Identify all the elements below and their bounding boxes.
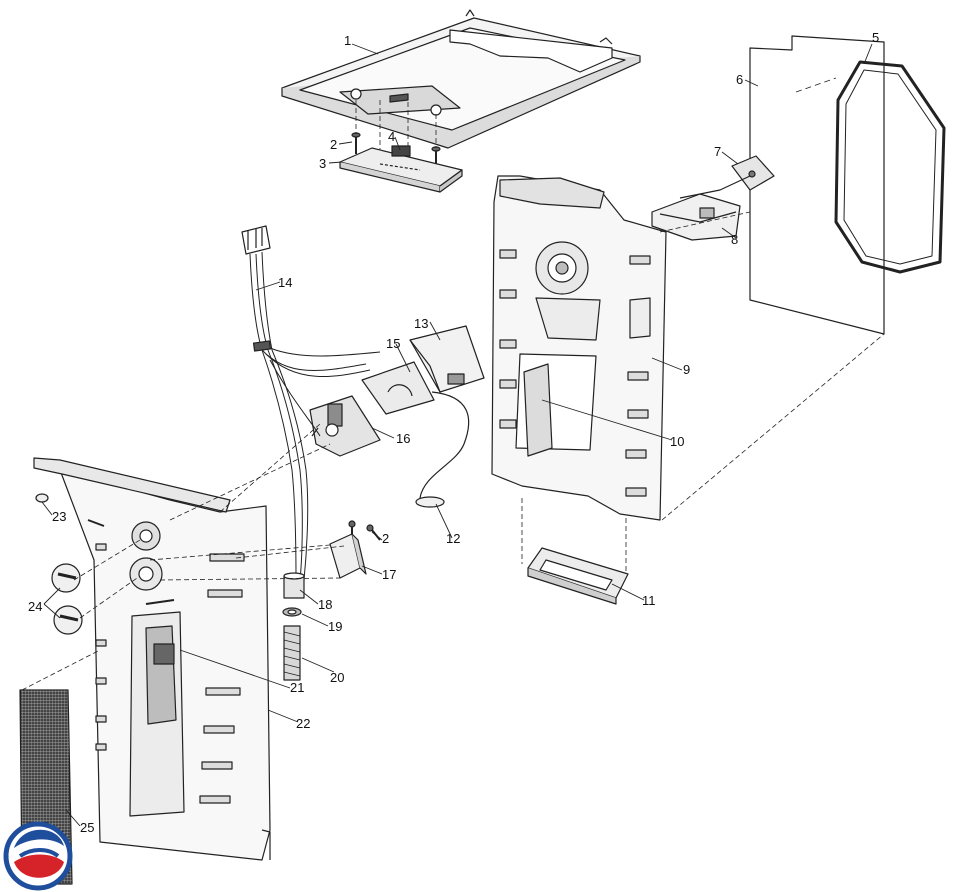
callout-16: 16: [396, 431, 410, 446]
part-control-bracket: [339, 145, 463, 193]
part-chute-insert: [523, 363, 553, 457]
callout-9: 9: [683, 362, 690, 377]
part-top-cover: [281, 9, 641, 149]
part-wire-harness: [241, 225, 381, 581]
part-spring: [283, 625, 301, 681]
part-drip-tray: [527, 547, 629, 605]
part-small-cap: [35, 493, 49, 503]
part-washer: [282, 607, 302, 617]
part-latch-bracket: [651, 175, 751, 241]
callout-19: 19: [328, 619, 342, 634]
callout-13: 13: [414, 316, 428, 331]
part-screws-top: [351, 132, 441, 166]
callout-5: 5: [872, 30, 879, 45]
callout-14-leader-15: 15: [386, 336, 400, 351]
callout-17: 17: [382, 567, 396, 582]
callout-7: 7: [714, 144, 721, 159]
callout-21: 21: [290, 680, 304, 695]
callout-22: 22: [296, 716, 310, 731]
part-door-gasket: [834, 60, 946, 274]
part-valve-stem: [283, 572, 305, 599]
assembly-guides-right: [521, 211, 885, 572]
part-latch-hook: [731, 155, 775, 191]
callout-2-top: 2: [330, 137, 337, 152]
part-small-bracket: [329, 533, 367, 579]
callout-20: 20: [330, 670, 344, 685]
callout-25: 25: [80, 820, 94, 835]
callout-12: 12: [446, 531, 460, 546]
part-sensor-lead: [415, 391, 470, 508]
callout-leaders: [41, 43, 873, 827]
callout-14: 14: [278, 275, 292, 290]
callout-4: 4: [388, 129, 395, 144]
callout-23: 23: [52, 509, 66, 524]
callout-numbers: 1 2 3 4 5 6 7 8 9 10 11 12 13 15 16 14 2…: [28, 30, 879, 835]
brand-swirl-logo: [3, 821, 73, 891]
part-control-knobs: [51, 563, 83, 635]
callout-18: 18: [318, 597, 332, 612]
callout-8: 8: [731, 232, 738, 247]
part-switch-assembly: [309, 395, 381, 457]
part-actuator-paddle: [361, 361, 435, 415]
part-door-liner: [491, 175, 667, 521]
assembly-guides-left: [21, 423, 345, 691]
part-front-panel: [33, 457, 271, 861]
callout-1: 1: [344, 33, 351, 48]
callout-3: 3: [319, 156, 326, 171]
part-rear-panel: [749, 35, 885, 335]
part-dispenser-housing: [409, 325, 485, 393]
callout-2-lower: 2: [382, 531, 389, 546]
callout-10: 10: [670, 434, 684, 449]
callout-11: 11: [642, 593, 656, 608]
callout-6: 6: [736, 72, 743, 87]
callout-24: 24: [28, 599, 42, 614]
assembly-guides-top: [355, 100, 437, 150]
